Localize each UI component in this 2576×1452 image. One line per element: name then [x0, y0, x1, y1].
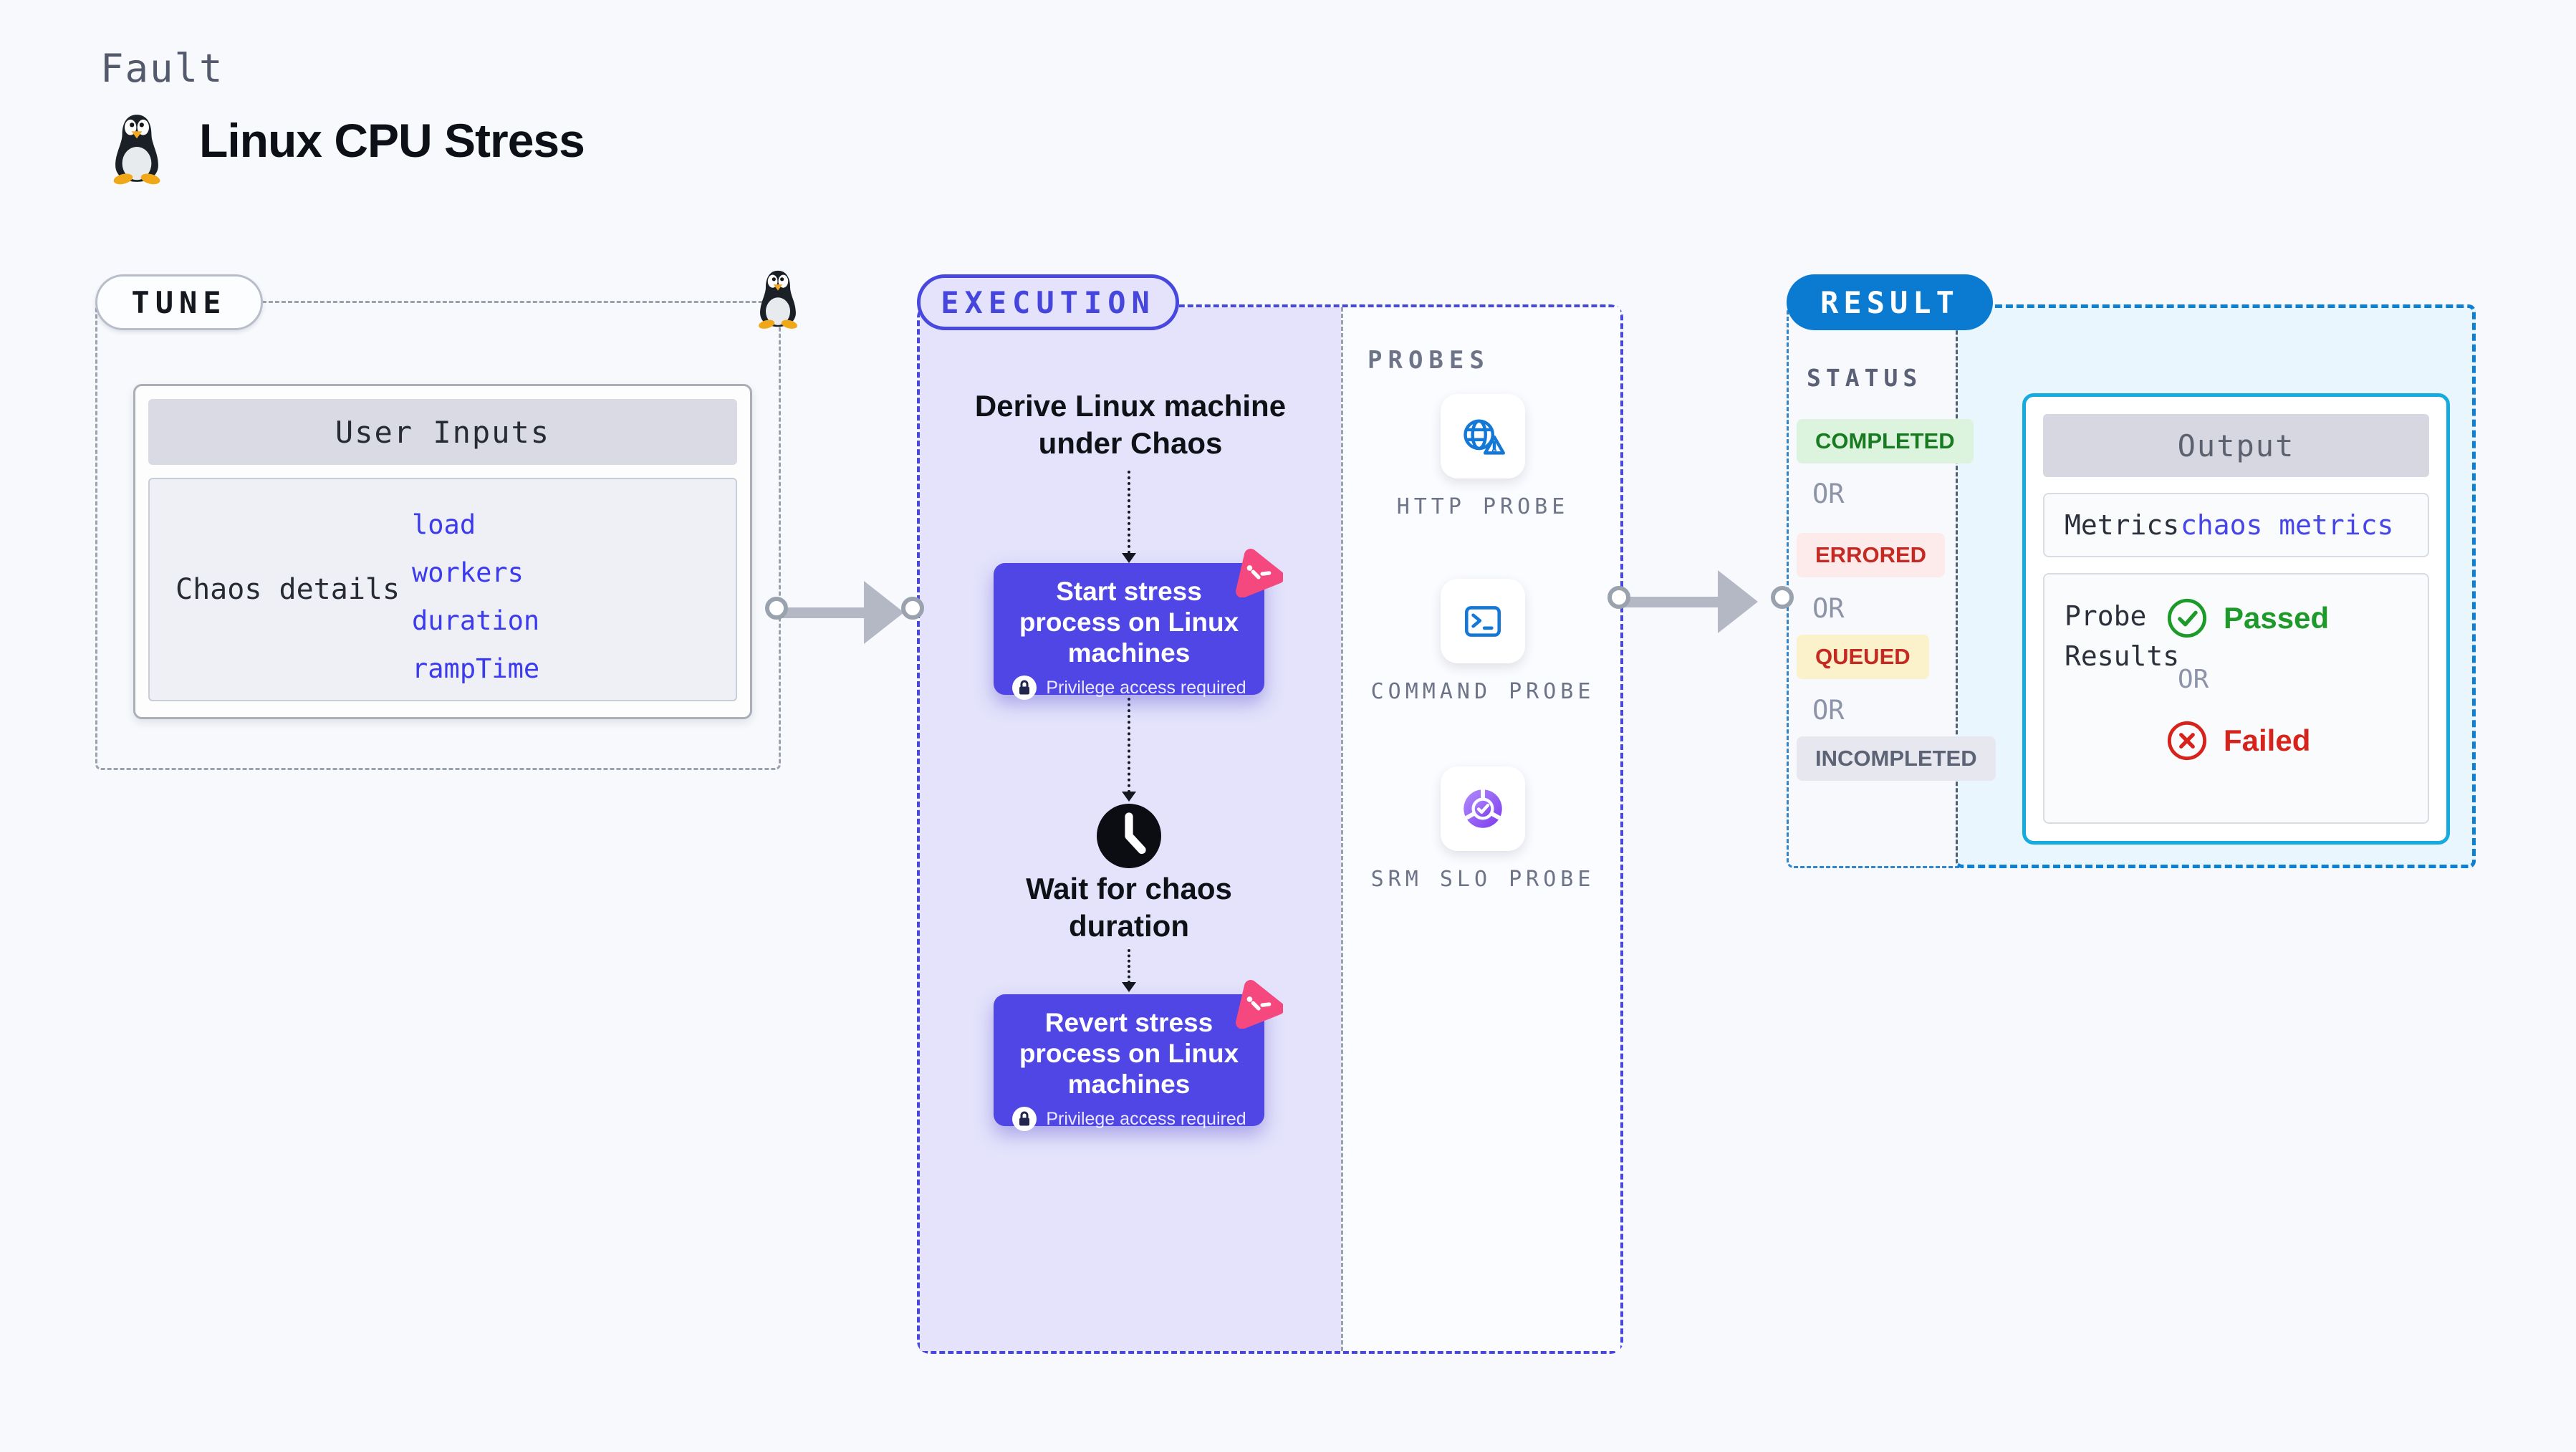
http-probe-tile[interactable]: [1441, 394, 1525, 479]
derive-step-label: Derive Linux machine under Chaos: [974, 389, 1287, 460]
slo-donut-icon: [1461, 787, 1505, 831]
clock-icon: [1095, 802, 1163, 870]
check-circle-icon: [2166, 597, 2208, 639]
connector-dot: [901, 597, 924, 620]
passed-label: Passed: [2224, 601, 2330, 635]
down-arrow-icon: [1122, 792, 1136, 802]
probe-results-row: Probe Results Passed OR Failed: [2043, 573, 2429, 824]
connector-dot: [765, 597, 788, 620]
status-badge-queued: QUEUED: [1797, 635, 1929, 679]
probes-title: PROBES: [1368, 346, 1490, 375]
start-stress-label: Start stress process on Linux machines: [1019, 577, 1239, 668]
lock-icon: [1011, 1106, 1038, 1132]
status-badge-errored: ERRORED: [1797, 533, 1946, 577]
revert-stress-label: Revert stress process on Linux machines: [1019, 1008, 1239, 1099]
user-inputs-title: User Inputs: [148, 399, 737, 465]
chaos-input-ramptime: rampTime: [412, 653, 540, 684]
flow-connector: [1128, 949, 1130, 984]
tune-pill: TUNE: [95, 274, 263, 330]
start-stress-card[interactable]: Start stress process on Linux machines P…: [994, 563, 1264, 701]
status-badge-incompleted: INCOMPLETED: [1797, 736, 1996, 781]
execution-pill: EXECUTION: [917, 274, 1179, 330]
srm-slo-probe-label: SRM SLO PROBE: [1370, 867, 1595, 892]
execution-flow-area: Derive Linux machine under Chaos Start s…: [920, 307, 1341, 1351]
probe-results-label: Probe Results: [2065, 600, 2180, 672]
tux-penguin-icon: [112, 115, 161, 185]
or-separator: OR: [2178, 665, 2209, 694]
tune-section: [95, 301, 781, 770]
result-pill: RESULT: [1787, 274, 1993, 330]
metrics-row: Metrics chaos metrics: [2043, 493, 2429, 557]
or-separator: OR: [1812, 695, 1845, 726]
wait-step-label: Wait for chaos duration: [1026, 872, 1232, 943]
revert-stress-card[interactable]: Revert stress process on Linux machines …: [994, 994, 1264, 1132]
flow-connector: [1128, 698, 1130, 793]
chaos-input-load: load: [412, 509, 476, 540]
chaos-details-row: Chaos details load workers duration ramp…: [148, 478, 737, 701]
srm-slo-probe-tile[interactable]: [1441, 766, 1525, 851]
tux-penguin-icon: [757, 270, 799, 330]
output-card: Output Metrics chaos metrics Probe Resul…: [2022, 393, 2450, 845]
output-title: Output: [2043, 414, 2429, 477]
privilege-note: Privilege access required: [1046, 1108, 1246, 1129]
arrow-head-icon: [864, 581, 904, 644]
fault-kicker: Fault: [100, 46, 224, 91]
privilege-note: Privilege access required: [1046, 677, 1246, 698]
chaos-pink-icon: [1229, 974, 1283, 1029]
chaos-input-list: load workers duration rampTime: [412, 501, 539, 693]
lock-icon: [1011, 675, 1038, 701]
chaos-pink-icon: [1229, 543, 1283, 597]
page-title: Linux CPU Stress: [199, 114, 585, 167]
x-circle-icon: [2166, 720, 2208, 761]
failed-label: Failed: [2224, 723, 2311, 757]
chaos-details-label: Chaos details: [176, 573, 400, 606]
metrics-value-link[interactable]: chaos metrics: [2181, 509, 2394, 541]
or-separator: OR: [1812, 593, 1845, 624]
terminal-icon: [1460, 599, 1506, 643]
or-separator: OR: [1812, 479, 1845, 509]
arrow-line: [1625, 597, 1718, 607]
connector-dot: [1607, 586, 1630, 609]
status-title: STATUS: [1807, 364, 1923, 392]
user-inputs-card: User Inputs Chaos details load workers d…: [133, 384, 752, 719]
command-probe-tile[interactable]: [1441, 579, 1525, 663]
status-badge-completed: COMPLETED: [1797, 419, 1974, 463]
arrow-head-icon: [1718, 570, 1758, 633]
probes-panel: PROBES HTTP PROBE COMMAND PROBE SRM SLO …: [1341, 307, 1620, 1351]
arrow-line: [782, 607, 864, 618]
chaos-input-workers: workers: [412, 557, 524, 588]
connector-dot: [1771, 586, 1794, 609]
metrics-label: Metrics: [2065, 509, 2180, 541]
flow-connector: [1128, 471, 1130, 554]
execution-section: Derive Linux machine under Chaos Start s…: [917, 304, 1623, 1354]
command-probe-label: COMMAND PROBE: [1370, 679, 1595, 704]
chaos-input-duration: duration: [412, 605, 540, 636]
globe-alert-icon: [1459, 414, 1506, 458]
down-arrow-icon: [1122, 553, 1136, 563]
http-probe-label: HTTP PROBE: [1396, 494, 1570, 519]
down-arrow-icon: [1122, 982, 1136, 992]
